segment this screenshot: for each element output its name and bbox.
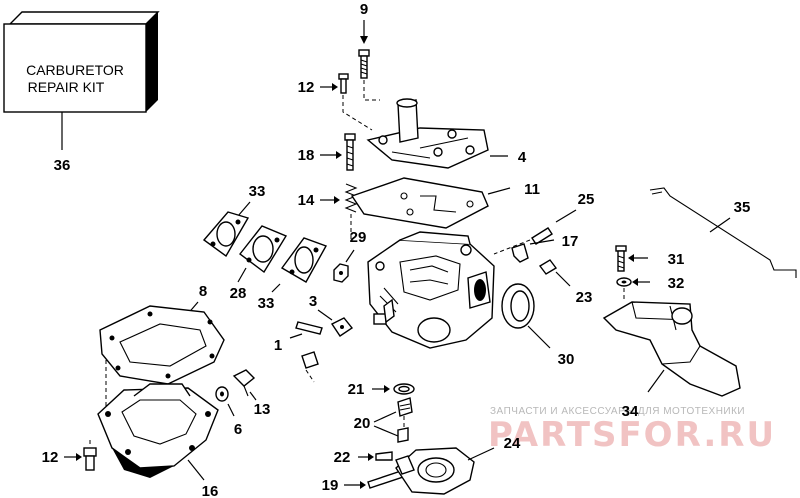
callout-18: 18 <box>298 147 315 164</box>
callout-21: 21 <box>348 381 365 398</box>
repair-kit-line2: REPAIR KIT <box>28 79 105 95</box>
part-33-gasket-a: 33 <box>202 183 266 258</box>
callout-35: 35 <box>734 199 751 216</box>
part-21-washer: 21 <box>348 381 415 398</box>
part-11-gasket: 11 <box>350 177 540 229</box>
callout-30: 30 <box>558 351 575 368</box>
part-33-gasket-b: 33 <box>258 237 328 312</box>
part-31-screw: 31 <box>615 245 685 272</box>
part-13-screw: 13 <box>232 369 271 418</box>
callout-6: 6 <box>234 421 242 438</box>
part-4-cover: 4 <box>366 98 527 169</box>
callout-19: 19 <box>322 477 339 494</box>
repair-kit-line1: CARBURETOR <box>26 62 124 78</box>
callout-33-bottom: 33 <box>258 295 275 312</box>
callout-3: 3 <box>309 293 317 310</box>
part-24-float: 24 <box>395 435 521 495</box>
part-14-spring: 14 <box>298 183 358 240</box>
part-32-washer: 32 <box>616 275 685 300</box>
part-12-screw-top: 12 <box>298 73 373 131</box>
part-34-silencer: 34 <box>602 301 741 420</box>
part-28-insulator: 28 <box>230 225 288 302</box>
callout-11: 11 <box>524 181 540 198</box>
callout-4: 4 <box>518 149 527 166</box>
callout-17: 17 <box>562 233 579 250</box>
part-19-pin: 19 <box>322 469 407 494</box>
part-29-nut: 29 <box>333 229 367 283</box>
part-12-screw-bottom: 12 <box>42 440 97 471</box>
callout-14: 14 <box>298 192 315 209</box>
part-23-plug: 23 <box>538 259 593 306</box>
callout-33-top: 33 <box>249 183 266 200</box>
callout-1: 1 <box>274 337 282 354</box>
watermark-tagline: ЗАПЧАСТИ И АКСЕССУАРЫ ДЛЯ МОТОТЕХНИКИ <box>490 406 745 417</box>
callout-31: 31 <box>668 251 685 268</box>
callout-25: 25 <box>578 191 595 208</box>
watermark-brand: PARTSFOR.RU <box>488 415 776 455</box>
part-bushing <box>301 351 319 383</box>
part-25-needle: 25 <box>493 191 595 255</box>
repair-kit-box: CARBURETOR REPAIR KIT 36 <box>3 11 160 174</box>
callout-12-top: 12 <box>298 79 315 96</box>
callout-32: 32 <box>668 275 685 292</box>
callout-23: 23 <box>576 289 593 306</box>
callout-12-bottom: 12 <box>42 449 59 466</box>
callout-24: 24 <box>504 435 521 452</box>
part-20-jet: 20 <box>354 397 413 443</box>
part-18-screw: 18 <box>298 133 356 171</box>
part-22-screw: 22 <box>334 449 393 466</box>
callout-8: 8 <box>199 283 207 300</box>
part-17-bracket: 17 <box>511 233 579 263</box>
part-8-gasket: 8 <box>99 283 225 420</box>
part-1-pin: 1 <box>274 321 323 354</box>
callout-36: 36 <box>54 157 71 174</box>
callout-20: 20 <box>354 415 371 432</box>
callout-9: 9 <box>360 1 368 18</box>
part-3-spacer: 3 <box>309 293 354 337</box>
part-carburetor-body <box>367 231 495 349</box>
callout-28: 28 <box>230 285 247 302</box>
part-30-seal: 30 <box>501 283 575 368</box>
part-35-rod: 35 <box>649 187 797 278</box>
callout-16: 16 <box>202 483 219 498</box>
watermark: ЗАПЧАСТИ И АКСЕССУАРЫ ДЛЯ МОТОТЕХНИКИ PA… <box>488 406 776 455</box>
part-16-float-bowl: 16 <box>97 383 219 498</box>
callout-34: 34 <box>622 403 639 420</box>
callout-22: 22 <box>334 449 351 466</box>
callout-29: 29 <box>350 229 367 246</box>
callout-13: 13 <box>254 401 271 418</box>
part-6-washer: 6 <box>215 386 242 438</box>
part-9-screw: 9 <box>358 1 380 101</box>
